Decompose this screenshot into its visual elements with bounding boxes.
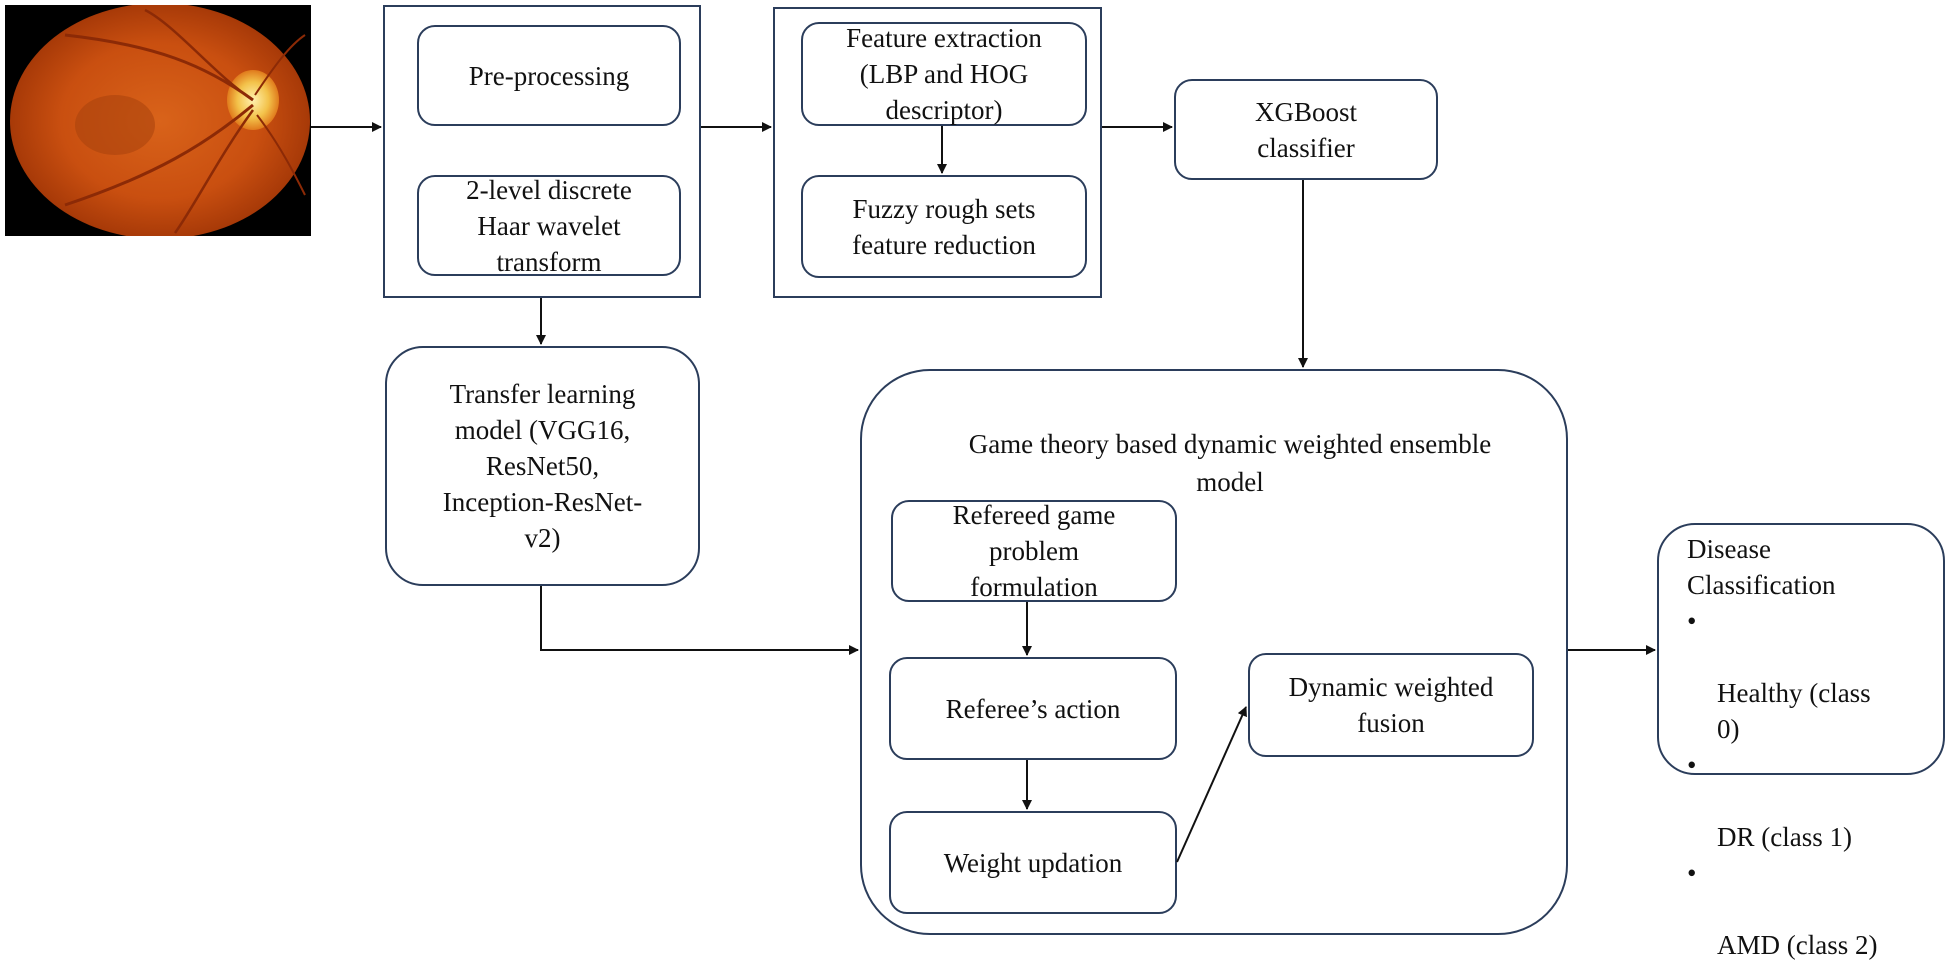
disease-class-label: DR (class 1) [1717,822,1852,852]
preprocessing-box: Pre-processing [417,25,681,126]
transfer-learning-label: Transfer learning model (VGG16, ResNet50… [442,379,643,553]
feature-extraction-box: Feature extraction (LBP and HOG descript… [801,22,1087,126]
wavelet-box: 2-level discrete Haar wavelet transform [417,175,681,277]
bullet: • [1687,750,1697,780]
ensemble-title: Game theory based dynamic weighted ensem… [968,429,1492,497]
disease-classification-title: Disease Classification [1687,534,1836,600]
bullet: • [1687,606,1697,636]
disease-class-item: • DR (class 1) [1687,747,1933,855]
disease-class-list: • Healthy (class 0) • DR (class 1) • AMD… [1687,603,1933,963]
disease-classification-box: Disease Classification • Healthy (class … [1657,523,1945,960]
refereed-game-label: Refereed game problem formulation [952,500,1116,602]
preprocessing-label: Pre-processing [468,60,630,91]
dynamic-fusion-label: Dynamic weighted fusion [1288,672,1494,738]
weight-updation-box: Weight updation [889,811,1177,914]
referee-action-box: Referee’s action [889,657,1177,760]
disease-class-item: • AMD (class 2) [1687,855,1933,963]
fuzzy-rough-box: Fuzzy rough sets feature reduction [801,175,1087,278]
fundus-illustration [5,5,311,236]
retinal-fundus-image [5,5,311,236]
dynamic-fusion-box: Dynamic weighted fusion [1248,653,1534,757]
weight-updation-label: Weight updation [943,847,1123,878]
feature-extraction-label: Feature extraction (LBP and HOG descript… [846,23,1042,125]
fuzzy-rough-label: Fuzzy rough sets feature reduction [852,193,1036,260]
disease-class-label: Healthy (class 0) [1717,678,1871,744]
disease-class-item: • Healthy (class 0) [1687,603,1933,747]
transfer-learning-box: Transfer learning model (VGG16, ResNet50… [385,346,700,586]
disease-class-label: AMD (class 2) [1717,930,1878,960]
arrow-transfer-to-ensemble [540,586,859,655]
xgboost-box: XGBoost classifier [1174,79,1438,180]
bullet: • [1687,858,1697,888]
refereed-game-box: Refereed game problem formulation [891,500,1177,602]
xgboost-label: XGBoost classifier [1254,96,1357,163]
referee-action-label: Referee’s action [945,693,1121,724]
wavelet-label: 2-level discrete Haar wavelet transform [466,174,632,277]
